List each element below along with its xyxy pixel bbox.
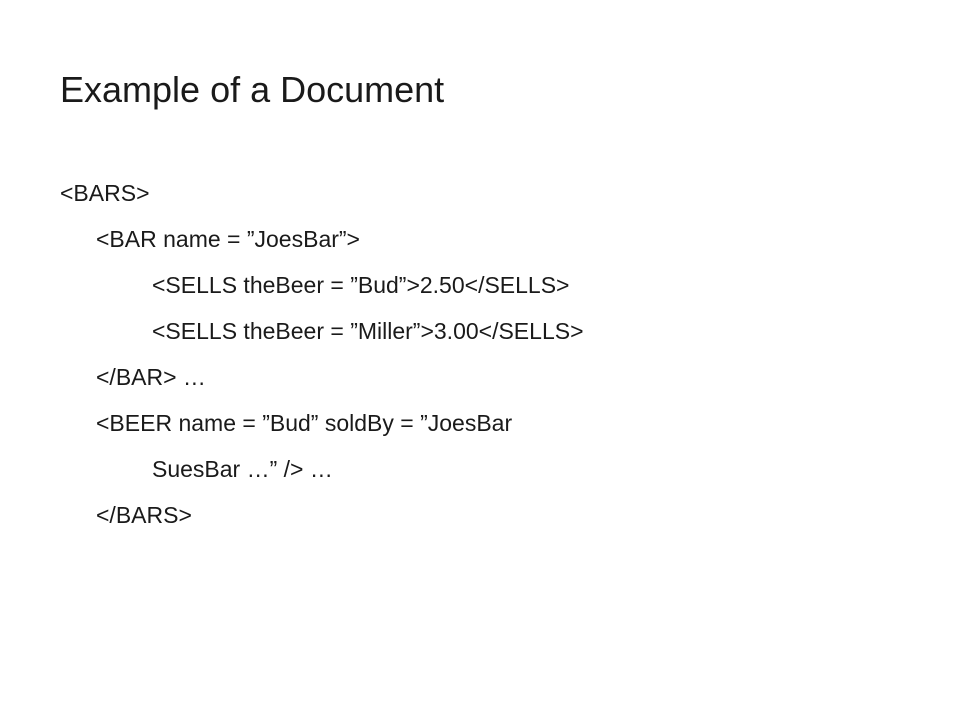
code-line-bar-open: <BAR name = ”JoesBar”> xyxy=(96,226,360,252)
code-line-bar-close: </BAR> … xyxy=(96,364,206,390)
code-line-bars-open: <BARS> xyxy=(60,180,150,206)
code-line-beer-open: <BEER name = ”Bud” soldBy = ”JoesBar xyxy=(96,410,513,436)
code-line-sells-bud: <SELLS theBeer = ”Bud”>2.50</SELLS> xyxy=(152,272,570,298)
document-body: <BARS> <BAR name = ”JoesBar”> <SELLS the… xyxy=(60,170,940,538)
code-line-bars-close: </BARS> xyxy=(96,502,192,528)
code-line-beer-continued: SuesBar …” /> … xyxy=(152,456,333,482)
slide-title: Example of a Document xyxy=(60,69,445,110)
code-line-sells-miller: <SELLS theBeer = ”Miller”>3.00</SELLS> xyxy=(152,318,584,344)
